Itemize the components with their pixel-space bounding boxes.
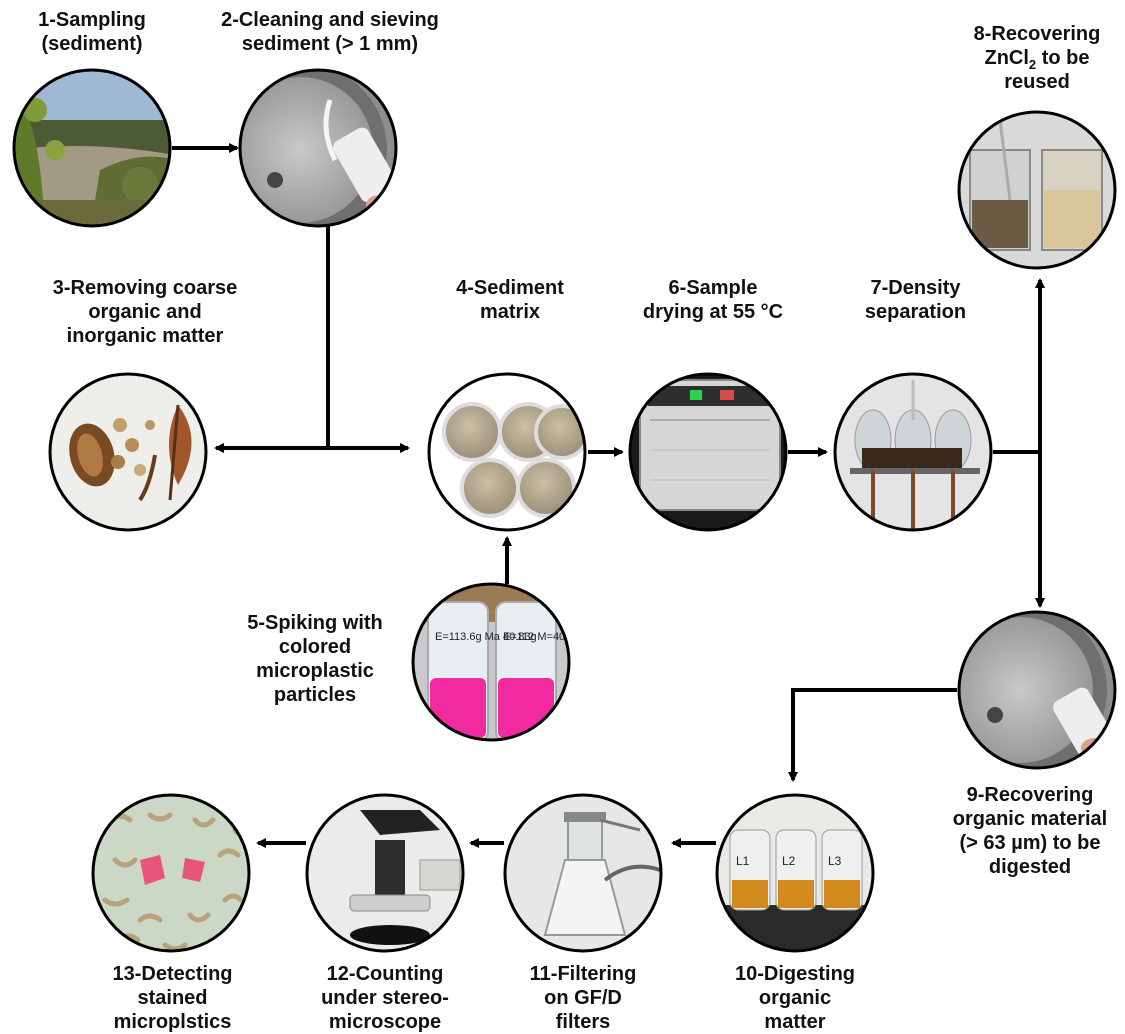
vial-left-writing: E=113.6g Ma 40.83g: [435, 631, 537, 643]
photo-frame-1: [12, 68, 172, 228]
photo-stereomicroscope: [307, 795, 463, 951]
photo-frame-6: [628, 372, 788, 532]
photo-vacuum-filtration: [505, 795, 661, 951]
photo-stained-particles: [93, 795, 249, 951]
photo-sieve-wash-bottle: [240, 70, 396, 226]
photo-frame-10: [715, 793, 875, 953]
photo-river-sampling: [14, 70, 170, 226]
connectors: [172, 143, 1045, 848]
photo-frame-8: [957, 110, 1117, 270]
bottle-label-2: L2: [782, 854, 796, 868]
photo-frame-3: [48, 372, 208, 532]
photo-beakers-zncl2: [959, 112, 1115, 268]
arrow-9-to-10: [788, 688, 957, 782]
step-1-label: 1-Sampling(sediment): [38, 9, 146, 55]
photo-frame-7: [833, 372, 993, 532]
bottle-label-3: L3: [828, 854, 842, 868]
photo-frame-12: [305, 793, 465, 953]
bottle-label-1: L1: [736, 854, 750, 868]
photo-frame-9: [957, 610, 1117, 770]
vial-right-writing: E=112 M=40.0g: [503, 631, 580, 643]
step-8-label: 8-Recovering ZnCl2 to be reused: [973, 23, 1101, 93]
photo-sediment-dishes: [429, 374, 585, 530]
photo-frame-4: [427, 372, 587, 532]
photo-frame-11: [503, 793, 663, 953]
photo-frame-2: [238, 68, 398, 228]
photo-seeds-leaves: [50, 374, 206, 530]
photo-separatory-funnels: [835, 374, 991, 530]
photo-digestion-bottles: L1 L2 L3: [717, 795, 873, 951]
photo-frame-5: [411, 582, 571, 742]
photo-frame-13: [91, 793, 251, 953]
photo-drying-oven: [630, 374, 786, 530]
